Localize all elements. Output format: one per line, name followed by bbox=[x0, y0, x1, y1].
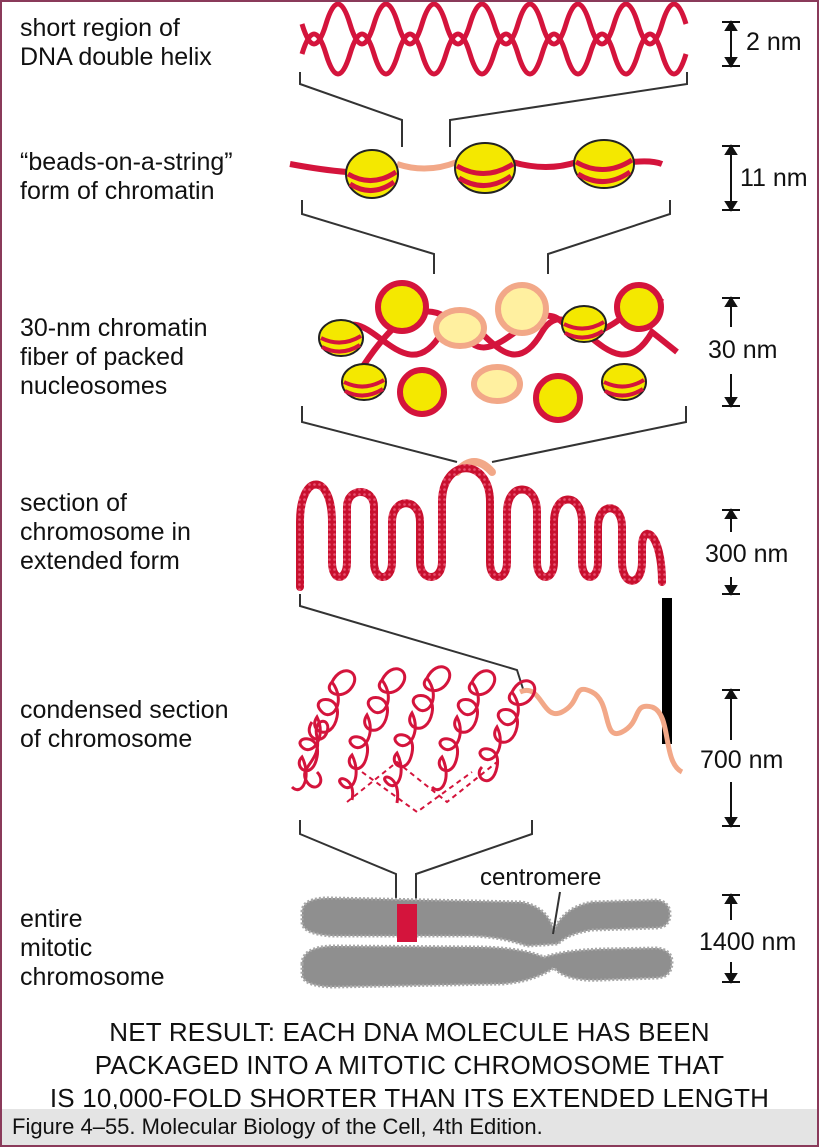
label-beads-on-string: “beads-on-a-string” form of chromatin bbox=[20, 148, 233, 206]
centromere-label: centromere bbox=[480, 864, 601, 892]
condensed-chromosome-section bbox=[292, 667, 682, 812]
zoom-lines-1 bbox=[300, 72, 687, 147]
label-dna-helix: short region of DNA double helix bbox=[20, 14, 212, 72]
zoom-lines-3 bbox=[302, 406, 686, 462]
scale-300nm: 300 nm bbox=[705, 540, 788, 569]
extended-chromosome-section bbox=[300, 462, 662, 587]
scale-11nm: 11 nm bbox=[740, 164, 808, 193]
figure-caption: Figure 4–55. Molecular Biology of the Ce… bbox=[2, 1109, 817, 1145]
beads-on-a-string bbox=[290, 140, 662, 198]
nucleosome-bead bbox=[346, 150, 398, 198]
scale-1400nm: 1400 nm bbox=[699, 928, 796, 957]
net-result-text: NET RESULT: EACH DNA MOLECULE HAS BEEN P… bbox=[2, 1016, 817, 1115]
highlighted-region bbox=[397, 904, 417, 942]
dna-double-helix bbox=[302, 4, 686, 74]
scale-30nm: 30 nm bbox=[708, 336, 777, 365]
mitotic-chromosome bbox=[302, 892, 672, 987]
scale-bars bbox=[722, 22, 740, 982]
nucleosome-bead bbox=[455, 143, 515, 193]
nucleosome-bead bbox=[574, 140, 634, 188]
label-mitotic-chromosome: entire mitotic chromosome bbox=[20, 905, 165, 992]
label-extended-form: section of chromosome in extended form bbox=[20, 489, 191, 576]
30nm-fiber bbox=[319, 283, 677, 420]
zoom-lines-2 bbox=[302, 200, 670, 274]
scale-2nm: 2 nm bbox=[746, 28, 802, 57]
label-30nm-fiber: 30-nm chromatin fiber of packed nucleoso… bbox=[20, 314, 208, 401]
scale-700nm: 700 nm bbox=[700, 746, 783, 775]
label-condensed-section: condensed section of chromosome bbox=[20, 696, 228, 754]
